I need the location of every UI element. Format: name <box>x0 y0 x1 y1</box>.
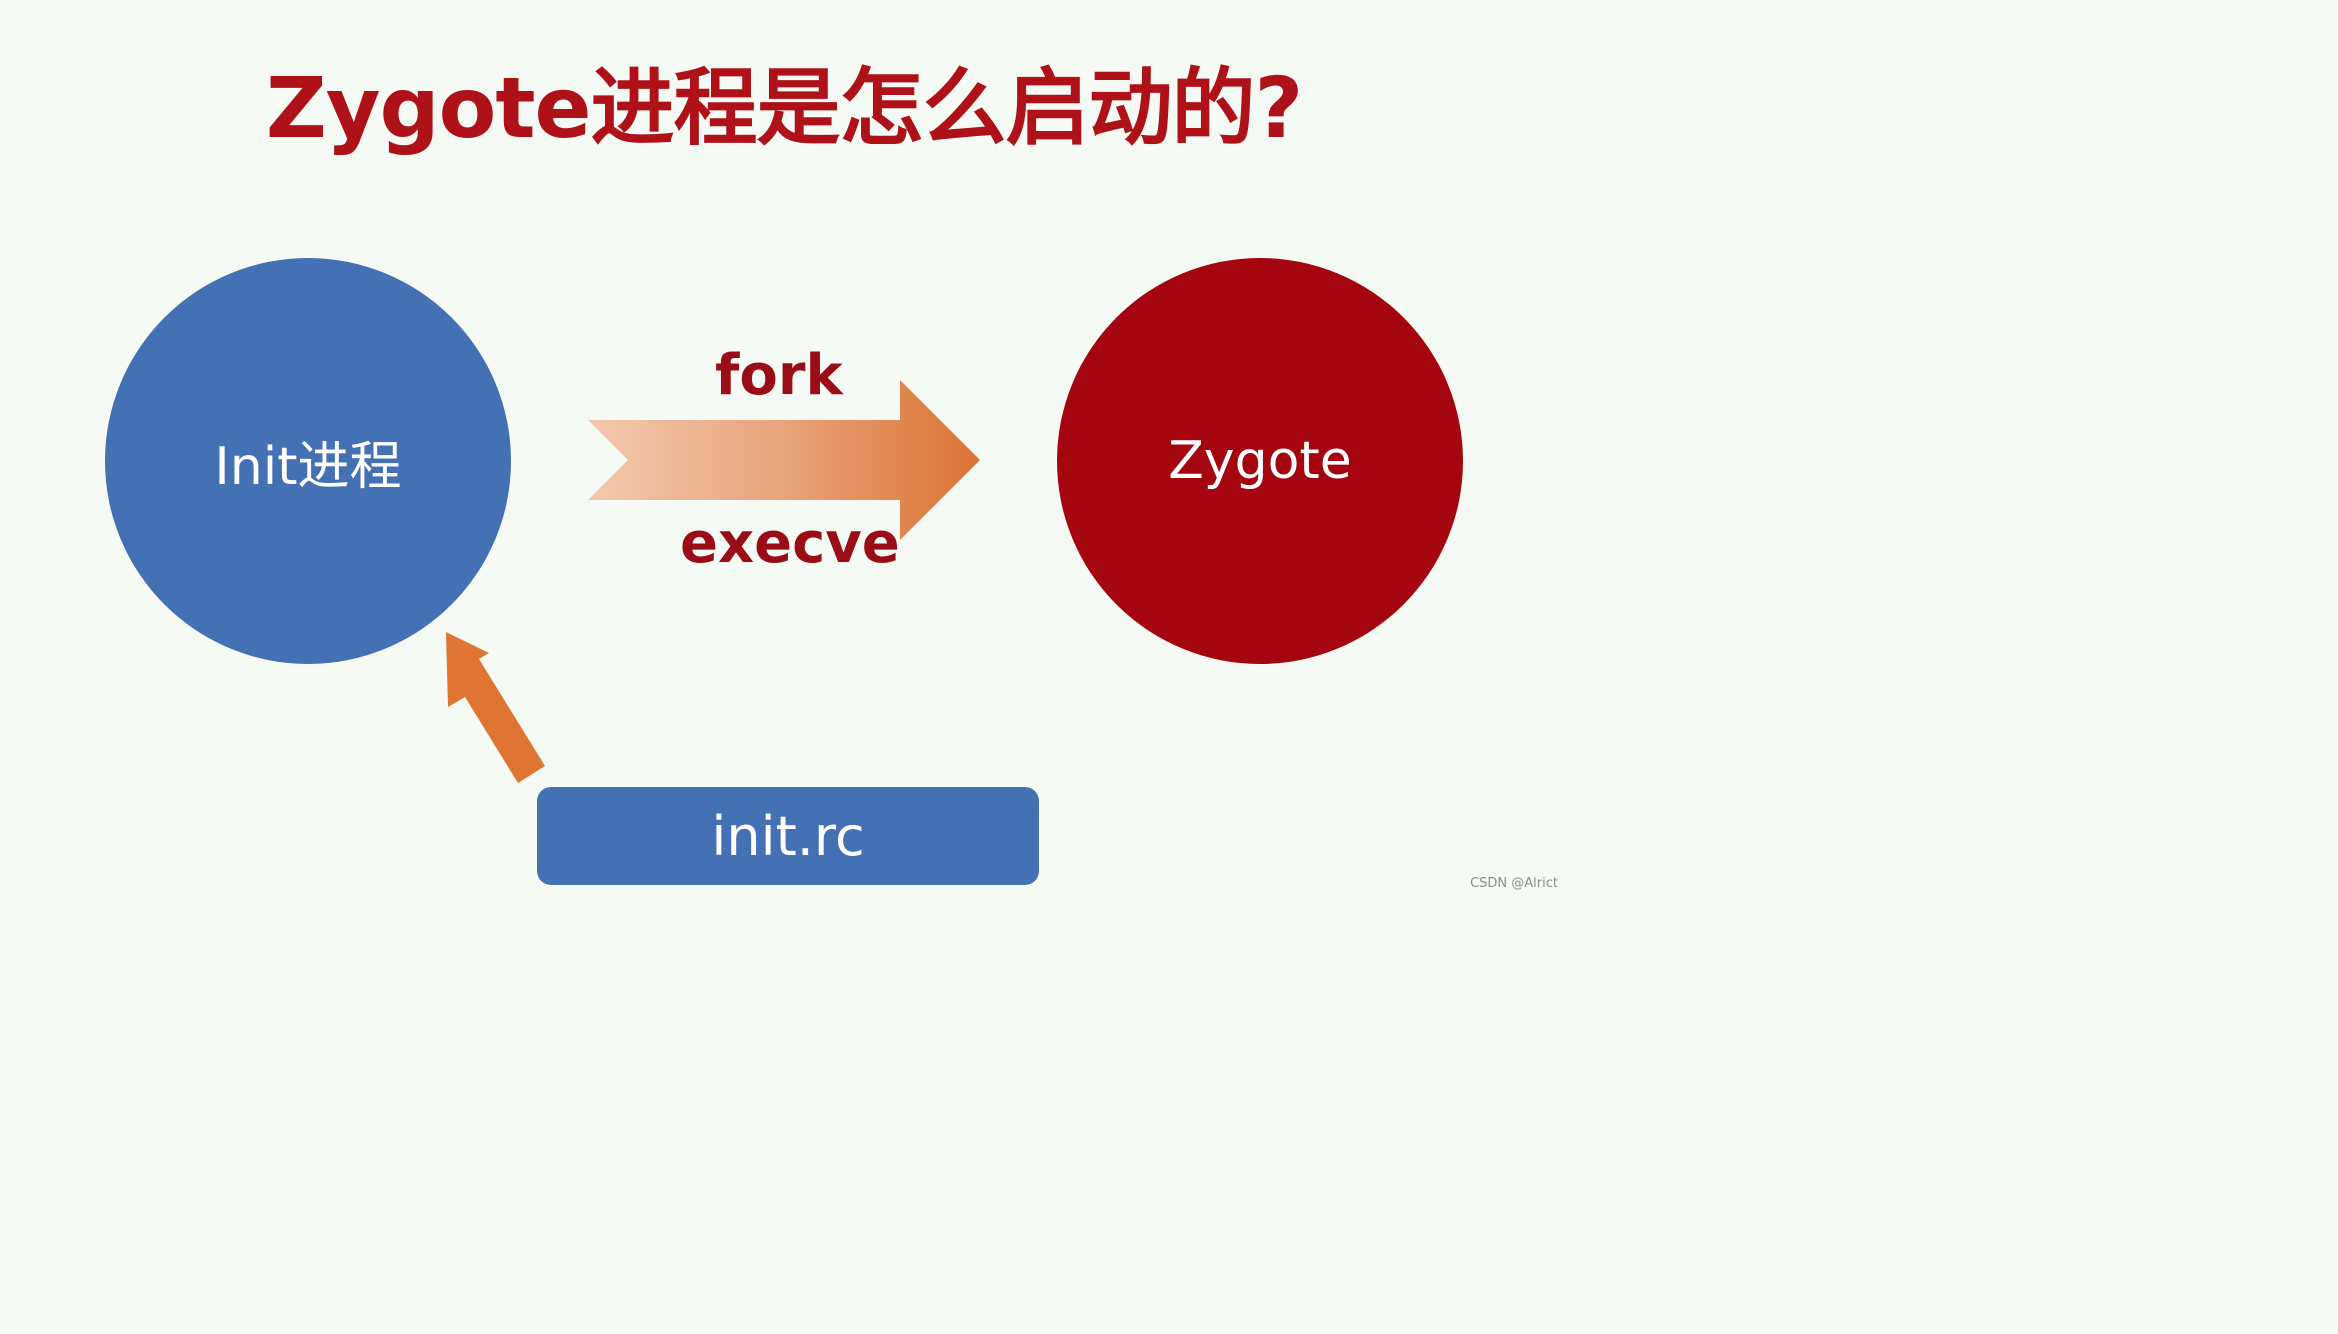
init-rc-box: init.rc <box>537 787 1039 885</box>
fork-label: fork <box>715 343 843 408</box>
zygote-label: Zygote <box>1168 431 1352 491</box>
init-rc-label: init.rc <box>711 804 865 868</box>
arrows-layer <box>446 380 980 783</box>
init-rc-arrow <box>446 632 545 783</box>
init-process-label: Init进程 <box>214 436 402 497</box>
init-process-node: Init进程 <box>105 258 511 664</box>
fork-execve-arrow <box>588 380 980 540</box>
watermark: CSDN @Alrict <box>1470 876 1558 891</box>
zygote-node: Zygote <box>1057 258 1463 664</box>
execve-label: execve <box>680 511 900 576</box>
slide: Zygote进程是怎么启动的? Init进程 Zygote fork execv… <box>0 0 1568 895</box>
slide-title: Zygote进程是怎么启动的? <box>265 59 1303 157</box>
